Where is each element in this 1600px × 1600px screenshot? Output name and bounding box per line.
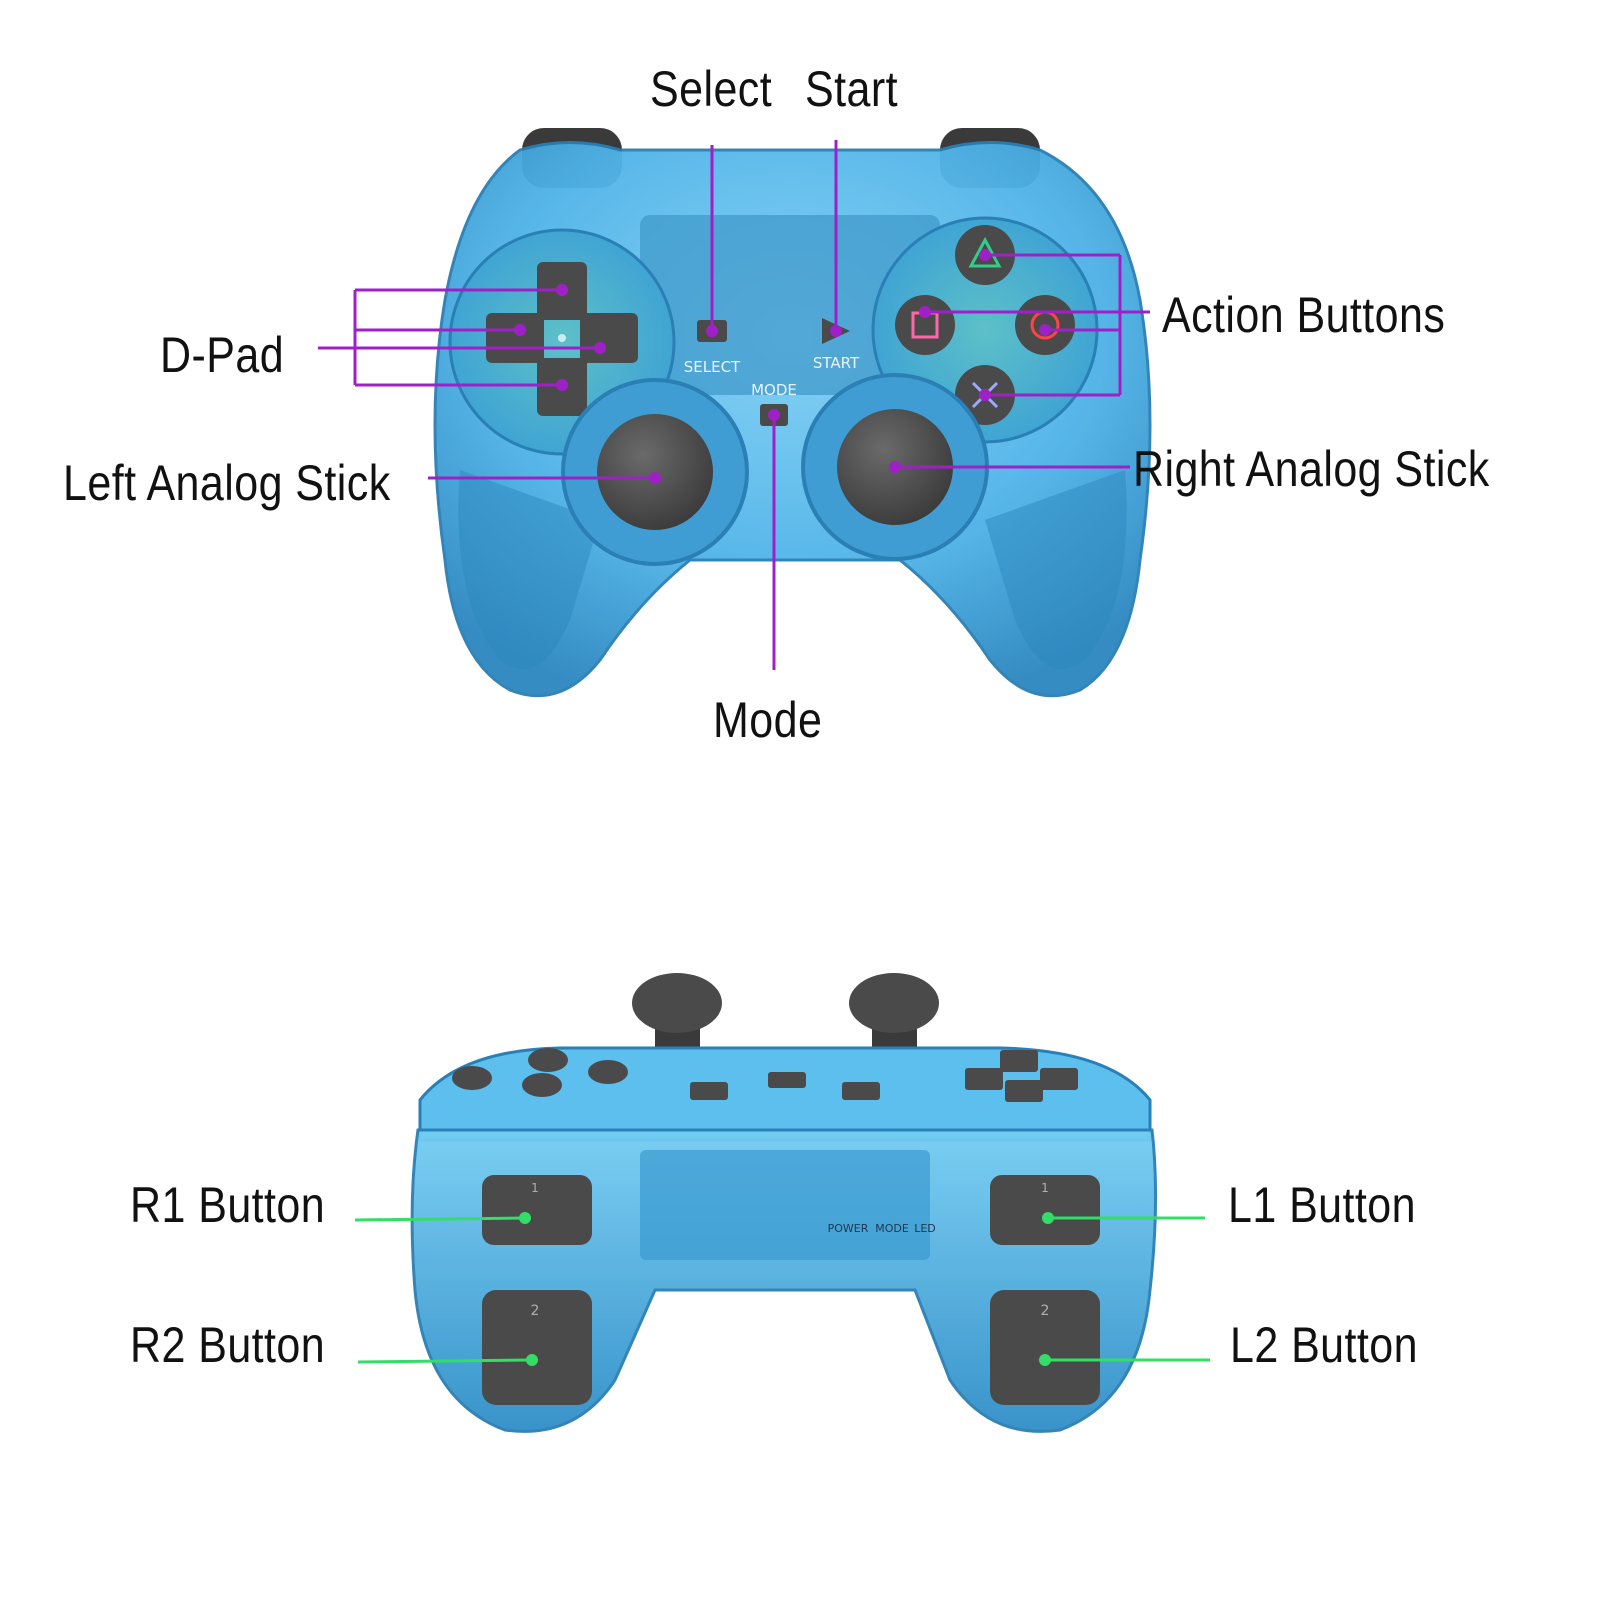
- r1-leader: [354, 1216, 526, 1222]
- left-grip-shade: [458, 470, 600, 669]
- front-controller: SELECT START MODE: [433, 128, 1152, 698]
- back-top-button-4: [588, 1060, 628, 1084]
- start-label: Start: [805, 61, 898, 117]
- dpad-right-dot: [594, 342, 606, 354]
- mode-dot: [768, 409, 780, 421]
- back-top-button-7: [842, 1082, 880, 1100]
- triangle-dot: [979, 249, 991, 261]
- back-top-button-6: [768, 1072, 806, 1088]
- back-top-button-9: [965, 1068, 1003, 1090]
- l1-printed-number: 1: [1041, 1181, 1049, 1195]
- start-dot: [830, 325, 842, 337]
- dpad-up-dot: [556, 284, 568, 296]
- r1-printed-number: 1: [531, 1181, 539, 1195]
- l2-label: L2 Button: [1230, 1317, 1418, 1373]
- l2-dot: [1039, 1354, 1051, 1366]
- select-label: Select: [650, 61, 773, 117]
- l1-label: L1 Button: [1228, 1177, 1416, 1233]
- left-stick-dot: [649, 472, 661, 484]
- dpad-down-dot: [556, 379, 568, 391]
- l2-button[interactable]: [990, 1290, 1100, 1405]
- back-callouts: [354, 1216, 1210, 1364]
- power-led-label: POWER: [828, 1222, 869, 1235]
- action-leader: [925, 253, 1150, 397]
- l1-dot: [1042, 1212, 1054, 1224]
- action-buttons-label: Action Buttons: [1162, 287, 1446, 343]
- r2-button[interactable]: [482, 1290, 592, 1405]
- led-led-label: LED: [914, 1222, 936, 1235]
- cross-dot: [979, 389, 991, 401]
- square-button[interactable]: [895, 295, 955, 355]
- r1-label: R1 Button: [130, 1177, 326, 1233]
- front-callout-dots: [514, 249, 1051, 484]
- l2-printed-number: 2: [1041, 1303, 1050, 1319]
- dpad-label: D-Pad: [160, 327, 285, 383]
- back-top-button-1: [452, 1066, 492, 1090]
- select-printed-label: SELECT: [684, 358, 741, 376]
- back-top-button-10: [1040, 1068, 1078, 1090]
- back-body: [410, 1128, 1158, 1433]
- circle-dot: [1039, 324, 1051, 336]
- dpad-center: [558, 334, 566, 342]
- r1-button[interactable]: [482, 1175, 592, 1245]
- mode-printed-label: MODE: [751, 381, 797, 399]
- back-right-stick-cap: [849, 973, 939, 1033]
- mode-label: Mode: [713, 692, 823, 748]
- triangle-icon: [968, 236, 1002, 268]
- right-grip-shade: [985, 470, 1127, 669]
- dpad-left[interactable]: [486, 313, 544, 363]
- dpad-left-dot: [514, 324, 526, 336]
- left-stick-label: Left Analog Stick: [63, 455, 391, 511]
- dpad-leader: [318, 288, 600, 387]
- front-callouts: [318, 140, 1150, 670]
- mode-led-label: MODE: [875, 1222, 909, 1235]
- right-stick-label: Right Analog Stick: [1133, 441, 1490, 497]
- r1-dot: [519, 1212, 531, 1224]
- front-center-panel: [640, 215, 940, 395]
- back-top-button-3: [522, 1073, 562, 1097]
- back-center-panel: [640, 1150, 930, 1260]
- back-controller: 1 2 1 2 POWER MODE LED: [410, 973, 1158, 1433]
- r2-leader: [357, 1358, 533, 1364]
- back-left-stick-cap: [632, 973, 722, 1033]
- back-top-button-11: [1005, 1080, 1043, 1102]
- dpad[interactable]: [486, 262, 638, 416]
- back-top-button-5: [690, 1082, 728, 1100]
- square-dot: [919, 306, 931, 318]
- r2-printed-number: 2: [531, 1303, 540, 1319]
- right-stick-dot: [889, 461, 901, 473]
- l1-button[interactable]: [990, 1175, 1100, 1245]
- dpad-right[interactable]: [580, 313, 638, 363]
- back-top-button-2: [528, 1048, 568, 1072]
- select-dot: [706, 325, 718, 337]
- start-printed-label: START: [813, 354, 860, 372]
- back-top-button-8: [1000, 1050, 1038, 1072]
- action-buttons[interactable]: [895, 225, 1075, 425]
- r2-label: R2 Button: [130, 1317, 326, 1373]
- r2-dot: [526, 1354, 538, 1366]
- back-callout-dots: [519, 1212, 1054, 1366]
